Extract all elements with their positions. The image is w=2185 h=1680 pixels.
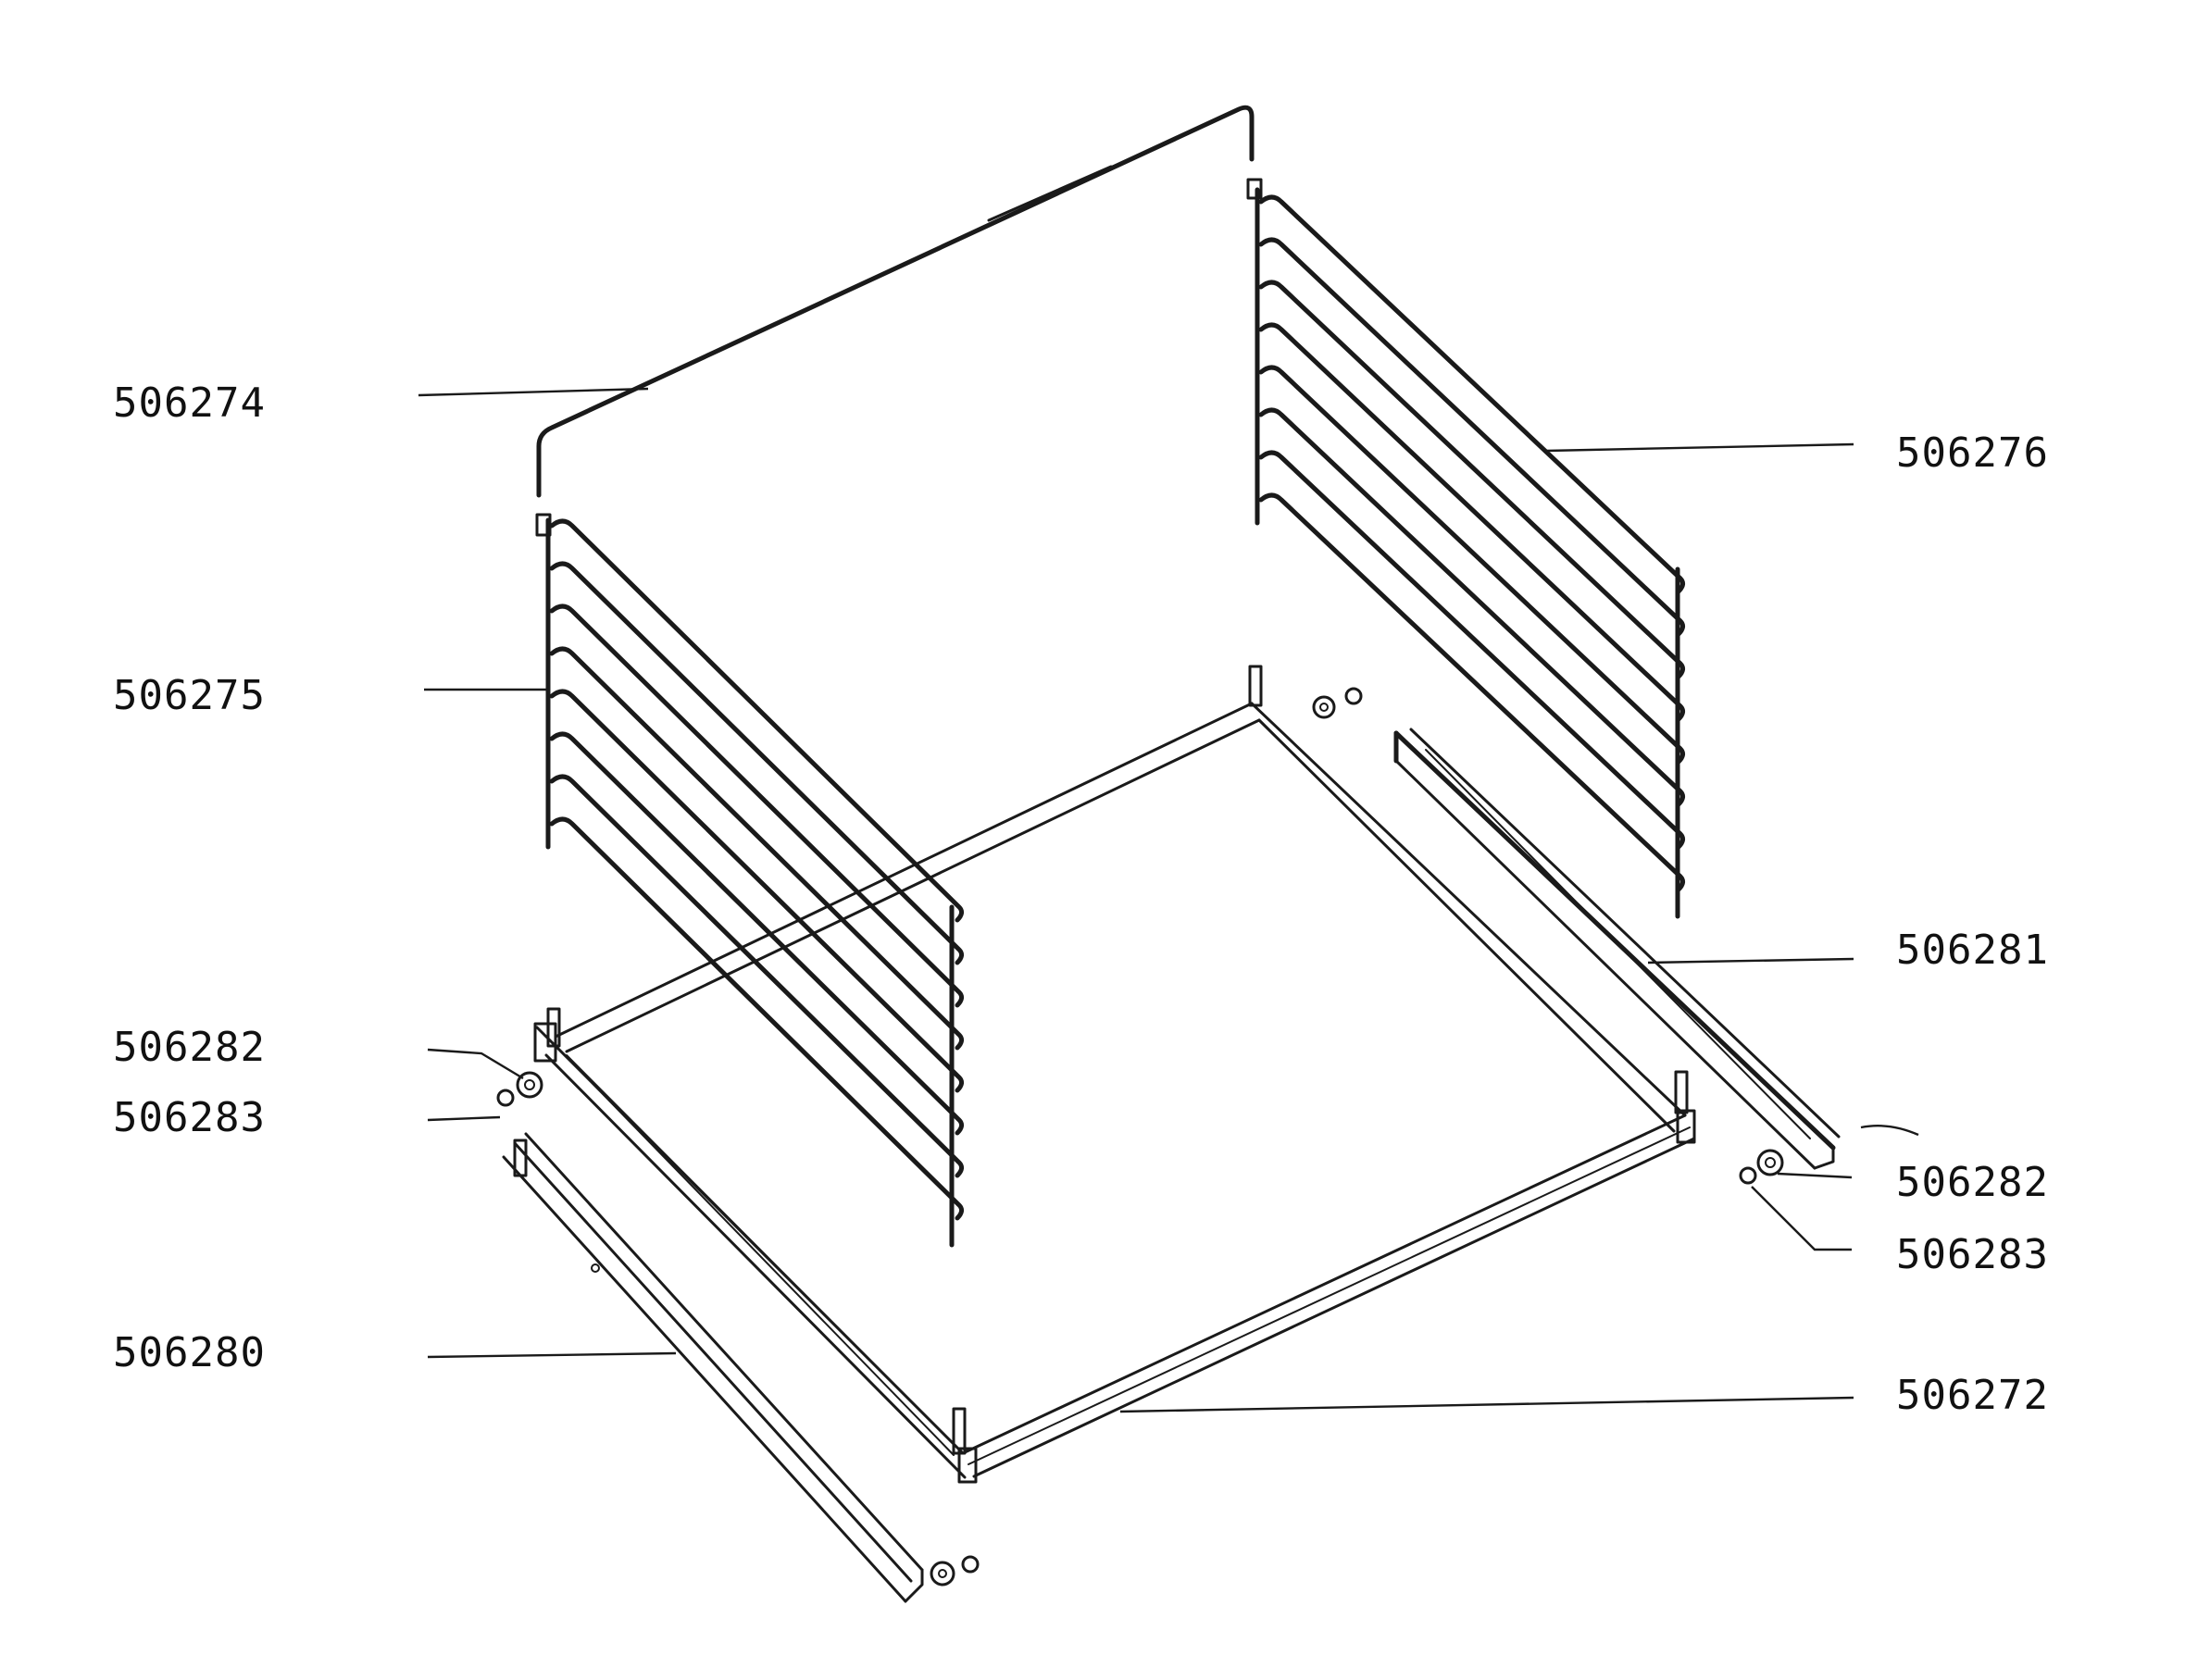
left-shelf-rung — [549, 689, 965, 1093]
hardware-front — [930, 1555, 980, 1587]
hardware-right — [1739, 1149, 1784, 1185]
right-shelf-rung — [1258, 407, 1686, 807]
right-shelf-rung — [1258, 450, 1686, 850]
left-shelf-rung — [549, 561, 965, 965]
label-506276: 506276 — [1896, 429, 2049, 477]
leader-lines — [418, 387, 1919, 1413]
right-shelf-rung — [1258, 194, 1686, 594]
hardware-left — [496, 1071, 543, 1107]
right-shelf-guide-part — [1246, 178, 1686, 919]
label-506283-right: 506283 — [1896, 1231, 2049, 1278]
label-506283-left: 506283 — [113, 1094, 266, 1141]
right-shelf-rung — [1258, 365, 1686, 765]
label-506274: 506274 — [113, 380, 266, 427]
label-506281: 506281 — [1896, 927, 2049, 974]
left-shelf-rung — [549, 646, 965, 1051]
left-runner-part — [502, 1132, 924, 1603]
label-506280: 506280 — [113, 1329, 266, 1376]
left-shelf-rung — [549, 816, 965, 1221]
right-runner-part — [1393, 728, 1841, 1170]
right-shelf-rung — [1258, 492, 1686, 892]
left-shelf-rung — [549, 774, 965, 1178]
hardware-back — [1312, 687, 1363, 719]
right-shelf-rung — [1258, 237, 1686, 637]
label-506282-left: 506282 — [113, 1024, 266, 1071]
left-shelf-rung — [549, 518, 965, 923]
label-506275: 506275 — [113, 672, 266, 719]
right-shelf-rung — [1258, 280, 1686, 679]
left-shelf-rung — [549, 731, 965, 1136]
label-506282-right: 506282 — [1896, 1159, 2049, 1206]
top-rail-part — [536, 105, 1255, 498]
left-shelf-rung — [549, 604, 965, 1008]
right-shelf-rung — [1258, 322, 1686, 722]
left-shelf-guide-part — [535, 513, 965, 1248]
label-506272: 506272 — [1896, 1372, 2049, 1419]
base-frame-part — [533, 665, 1696, 1484]
